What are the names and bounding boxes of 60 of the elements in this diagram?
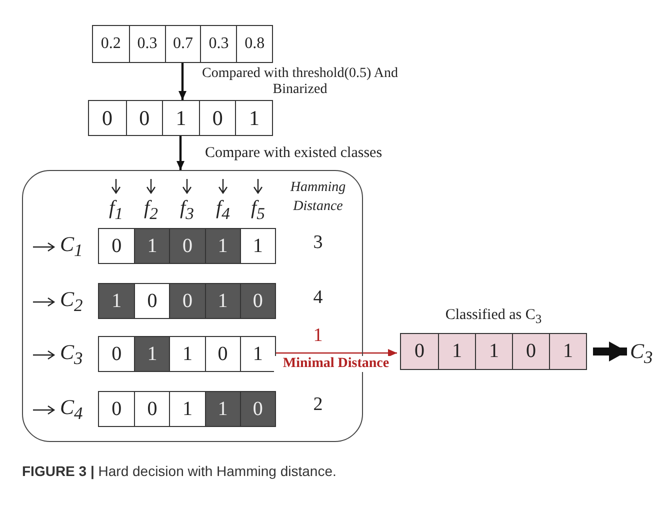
array-cell: 0.3 — [200, 26, 236, 62]
array-cell: 1 — [169, 337, 205, 371]
distance-value: 1 — [312, 325, 324, 347]
array-cell: 0.3 — [128, 26, 165, 62]
feature-label: f$_{5}$ — [250, 197, 266, 224]
array-cell: 0 — [204, 337, 240, 371]
row-label: C$_{3}$ — [60, 340, 83, 370]
array-cell: 0 — [89, 101, 126, 135]
array-cell: 1 — [475, 334, 512, 369]
array-cell: 0.8 — [236, 26, 272, 62]
arrow — [275, 349, 397, 357]
column-header: Hamming Distance — [289, 179, 347, 216]
caption: FIGURE 3 | Hard decision with Hamming distance. — [22, 463, 336, 479]
array-cell: 0.7 — [164, 26, 200, 62]
array-cell: 0 — [240, 284, 275, 318]
row-label: C$_{4}$ — [60, 395, 83, 424]
feature-label: f$_{3}$ — [179, 197, 195, 224]
array-cell: 0 — [99, 229, 134, 263]
class-label: C$_{3}$ — [630, 339, 654, 365]
array-cell: 0 — [401, 334, 438, 369]
array-box — [88, 100, 273, 136]
array-cell: 1 — [134, 229, 170, 263]
array-cell: 1 — [235, 101, 272, 135]
array-box — [98, 228, 276, 264]
arrow — [593, 342, 627, 362]
array-cell: 1 — [134, 337, 170, 371]
feature-label: f$_{2}$ — [143, 197, 159, 224]
array-box — [98, 336, 276, 372]
distance-value: 2 — [312, 394, 324, 416]
array-cell: 0 — [126, 101, 162, 135]
row-label: C$_{1}$ — [60, 232, 83, 262]
array-box — [400, 333, 587, 370]
array-cell: 1 — [204, 284, 240, 318]
array-cell: 1 — [204, 392, 240, 426]
array-cell: 1 — [549, 334, 586, 369]
array-cell: 0 — [99, 337, 134, 371]
array-cell: 1 — [162, 101, 199, 135]
array-box — [98, 283, 276, 319]
array-cell: 0 — [198, 101, 236, 135]
feature-label: f$_{1}$ — [108, 197, 124, 224]
feature-label: f$_{4}$ — [215, 197, 231, 224]
array-cell: 1 — [99, 284, 134, 318]
arrow — [178, 63, 186, 100]
array-box — [92, 25, 273, 63]
array-cell: 0 — [512, 334, 549, 369]
distance-value: 3 — [312, 232, 324, 254]
array-cell: 0 — [99, 392, 134, 426]
array-cell: 1 — [204, 229, 240, 263]
array-heading: Classified as C$_{3}$ — [444, 307, 543, 327]
array-cell: 0 — [240, 392, 275, 426]
array-cell: 0 — [134, 392, 170, 426]
array-box — [98, 391, 276, 427]
row-label: C$_{2}$ — [60, 287, 83, 316]
array-cell: 0 — [169, 284, 205, 318]
distance-value: 4 — [312, 287, 324, 309]
array-cell: 1 — [438, 334, 475, 369]
array-cell: 0 — [169, 229, 205, 263]
arrow — [176, 136, 184, 170]
array-cell: 0.2 — [93, 26, 129, 62]
array-cell: 1 — [240, 229, 275, 263]
